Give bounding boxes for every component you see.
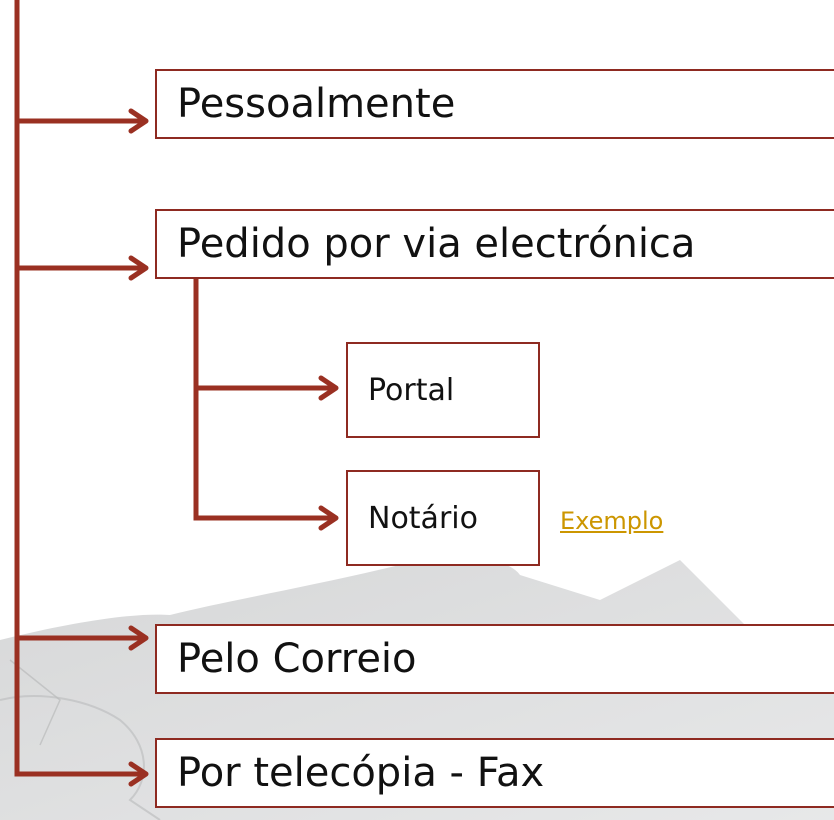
arrow-right-icon — [128, 761, 149, 787]
option-pedido-electronico-label: Pedido por via electrónica — [177, 221, 696, 267]
option-correio-label: Pelo Correio — [177, 636, 417, 682]
arrow-right-icon — [128, 108, 149, 134]
arrow-right-icon — [318, 375, 339, 401]
arrow-right-icon — [318, 505, 339, 531]
suboption-portal-label: Portal — [368, 372, 455, 408]
option-pessoalmente-box: Pessoalmente — [155, 69, 834, 139]
background-puzzle-edge — [0, 695, 161, 820]
option-correio-box: Pelo Correio — [155, 624, 834, 694]
arrow-right-icon — [128, 255, 149, 281]
option-pedido-electronico-box: Pedido por via electrónica — [155, 209, 834, 279]
exemplo-link[interactable]: Exemplo — [560, 507, 664, 535]
suboption-notario-box: Notário — [346, 470, 540, 566]
suboption-portal-box: Portal — [346, 342, 540, 438]
suboption-notario-label: Notário — [368, 500, 478, 536]
background-puzzle-line — [9, 659, 61, 746]
arrow-right-icon — [128, 625, 149, 651]
option-pessoalmente-label: Pessoalmente — [177, 81, 456, 127]
option-fax-label: Por telecópia - Fax — [177, 750, 545, 796]
option-fax-box: Por telecópia - Fax — [155, 738, 834, 808]
